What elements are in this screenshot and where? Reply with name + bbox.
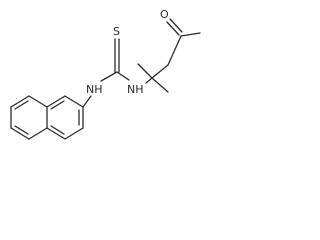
bond-thiocarbonyl-to-nh-right (116, 71, 130, 81)
bond-ring-to-nh-left (82, 95, 92, 108)
bond-c10-c5 (28, 95, 48, 108)
bond-nh-left-to-thiocarbonyl (100, 71, 118, 82)
double-bond-left-ring-2 (14, 100, 29, 110)
bond-methylene-to-carbonyl (167, 35, 182, 66)
bond-c6-c1 (64, 95, 84, 108)
bond-c7-c8 (10, 127, 30, 140)
bond-quaternary-to-methyl-left (137, 63, 153, 79)
bond-c4-c7 (28, 127, 48, 140)
bond-c5-c6 (46, 95, 66, 108)
naphthalene-ring (10, 95, 84, 140)
atom-label-nh-left: NH (86, 83, 103, 96)
bond-c2-c3 (64, 127, 84, 140)
bond-nh-right-to-quaternary-carbon (145, 77, 153, 84)
bond-c3-c4 (46, 127, 66, 140)
double-bond-left-ring-1 (14, 125, 29, 135)
atom-label-nh-right: NH (127, 83, 144, 96)
bond-quaternary-to-methyl-down (151, 77, 169, 93)
atom-label-oxygen: O (160, 8, 169, 21)
bond-c9-c10 (10, 95, 30, 108)
bond-quaternary-to-methylene (151, 64, 169, 79)
atom-label-sulfur: S (113, 25, 120, 38)
bond-carbonyl-to-methyl (180, 32, 201, 37)
side-chain (82, 18, 201, 108)
chemical-structure-diagram: S NH NH O (10, 8, 201, 140)
double-bond-right-ring-2 (50, 125, 65, 135)
double-bond-right-ring-3 (50, 100, 65, 110)
carbonyl-double-bond-2 (169, 18, 183, 33)
carbonyl-double-bond-1 (166, 21, 180, 36)
